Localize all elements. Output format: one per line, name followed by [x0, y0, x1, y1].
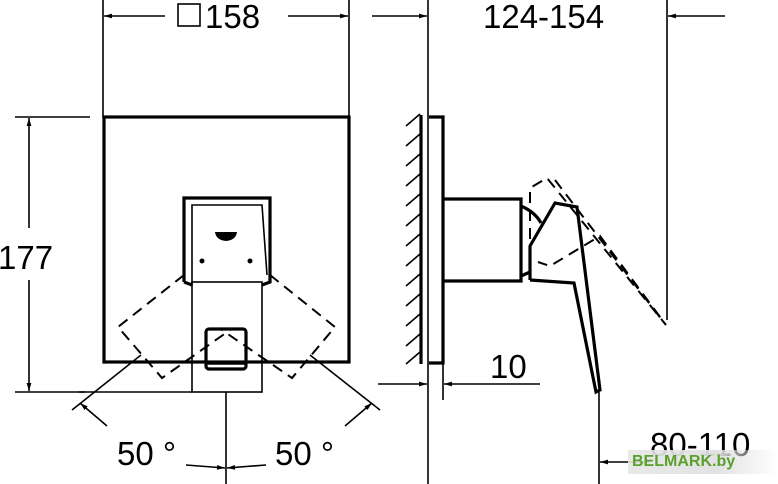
front-view: [15, 0, 381, 484]
height-dimension-label: 177: [0, 239, 53, 276]
depth-dimension-label: 124-154: [483, 0, 604, 35]
lever-body: [191, 281, 263, 393]
plate-thickness-label: 10: [490, 348, 527, 385]
cover-plate: [102, 115, 351, 364]
width-dimension-label: 158: [205, 0, 260, 35]
angle-right-label: 50 °: [275, 435, 334, 472]
lever-window: [204, 327, 248, 371]
watermark: BELMARK.by: [628, 450, 778, 474]
side-view: [372, 0, 725, 484]
square-symbol-icon: [177, 3, 201, 27]
logo-mark-icon: [215, 232, 237, 241]
angle-left-label: 50 °: [117, 435, 176, 472]
